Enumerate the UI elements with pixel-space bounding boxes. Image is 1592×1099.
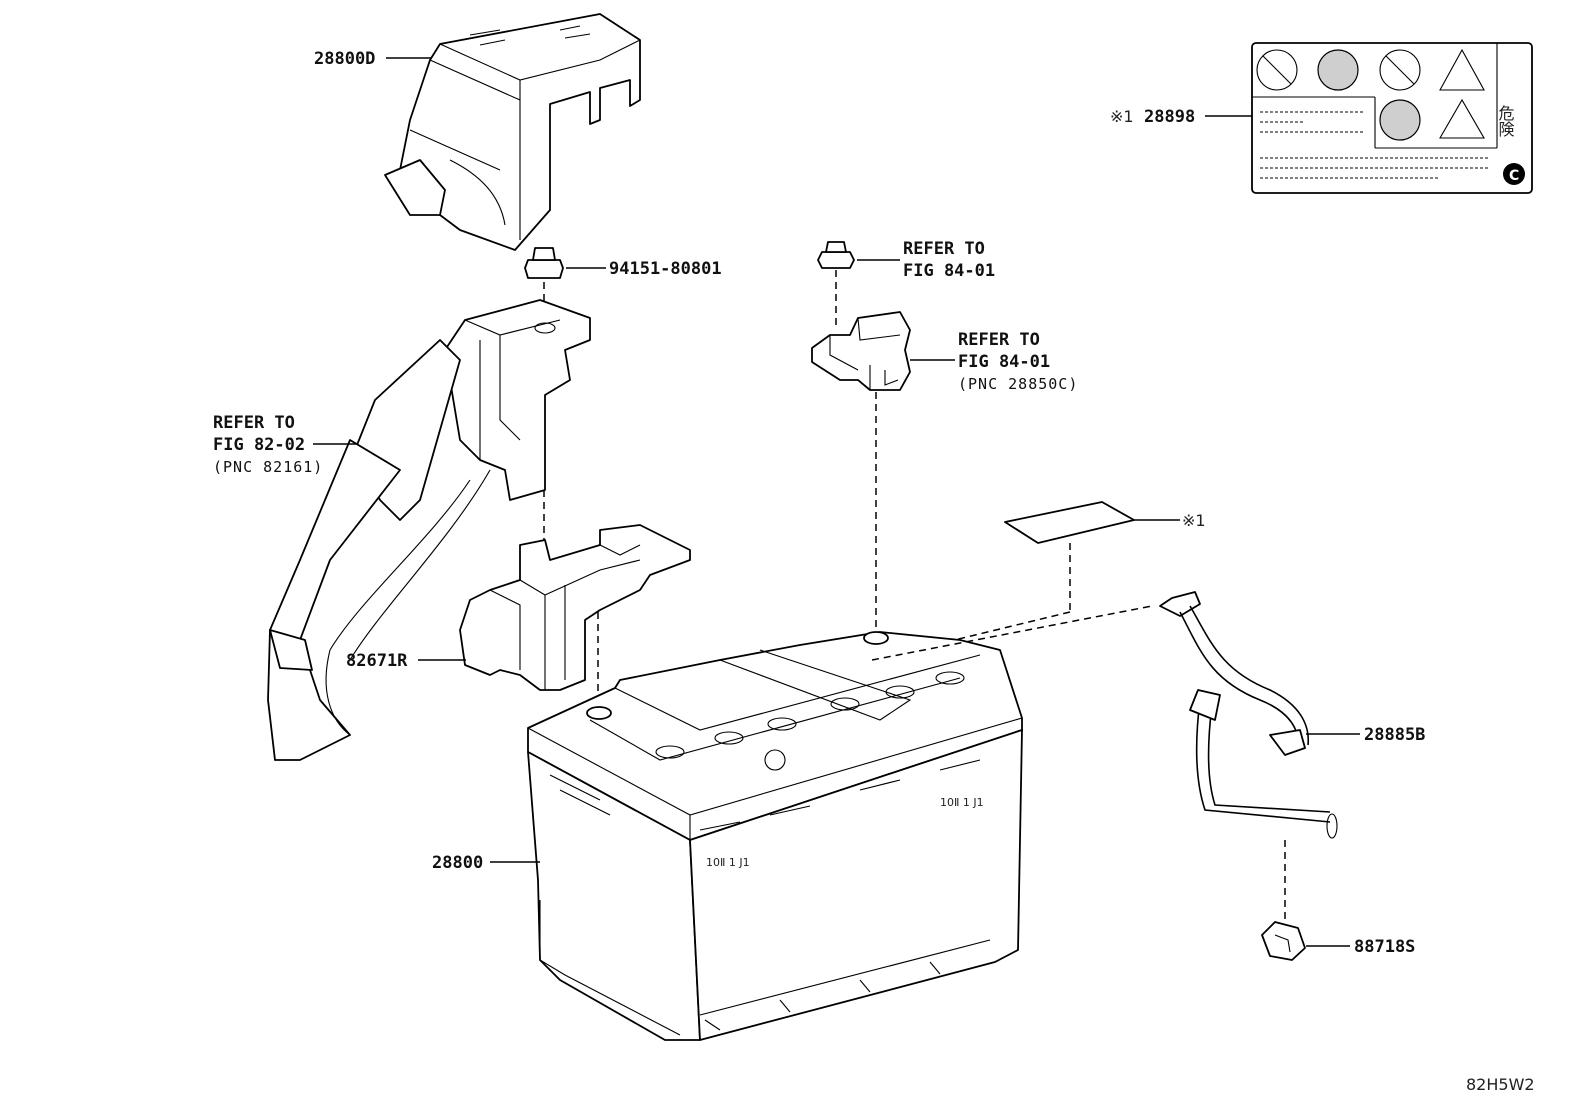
refer-fig-82-02-line1: REFER TO (213, 413, 295, 433)
label-kanji: 危険 (1496, 105, 1515, 137)
vent-hose-part[interactable] (1159, 591, 1338, 839)
refer-fig-84-01-a-line1: REFER TO (903, 239, 985, 259)
battery-cover-part[interactable] (384, 13, 641, 251)
diagram-code: 82H5W2 (1466, 1075, 1535, 1094)
hose-clamp-part[interactable] (1261, 921, 1306, 961)
label-28800d: 28800D (314, 49, 375, 69)
label-28898-mark: ※1 (1110, 107, 1134, 126)
label-c-mark: C (1509, 168, 1519, 184)
battery-mark-1: 10Ⅱ 1 J1 (706, 856, 750, 869)
note-mark: ※1 (1182, 511, 1206, 530)
label-28800: 28800 (432, 853, 483, 873)
battery-part[interactable]: 10Ⅱ 1 J1 10Ⅱ 1 J1 (527, 631, 1023, 1041)
fuse-block-part[interactable] (459, 524, 691, 691)
refer-fig-84-01-b-line1: REFER TO (958, 330, 1040, 350)
sensor-bolt-part[interactable] (817, 241, 855, 269)
refer-fig-84-01-b-line3: (PNC 28850C) (958, 375, 1078, 393)
positive-cable-part[interactable] (267, 299, 591, 761)
label-88718s: 88718S (1354, 937, 1415, 957)
refer-fig-84-01-a-line2: FIG 84-01 (903, 261, 995, 281)
current-sensor-part[interactable] (811, 311, 911, 391)
refer-fig-84-01-b-line2: FIG 84-01 (958, 352, 1050, 372)
label-28885b: 28885B (1364, 725, 1425, 745)
bolt-part[interactable] (524, 247, 564, 279)
refer-fig-82-02-line3: (PNC 82161) (213, 458, 323, 476)
label-28898: 28898 (1144, 107, 1195, 127)
refer-fig-82-02-line2: FIG 82-02 (213, 435, 305, 455)
note-card-part[interactable] (1004, 501, 1135, 544)
warning-label-part[interactable]: 危険 C (1251, 42, 1533, 194)
label-94151-80801: 94151-80801 (609, 259, 722, 279)
label-82671r: 82671R (346, 651, 408, 671)
battery-mark-2: 10Ⅱ 1 J1 (940, 796, 984, 809)
